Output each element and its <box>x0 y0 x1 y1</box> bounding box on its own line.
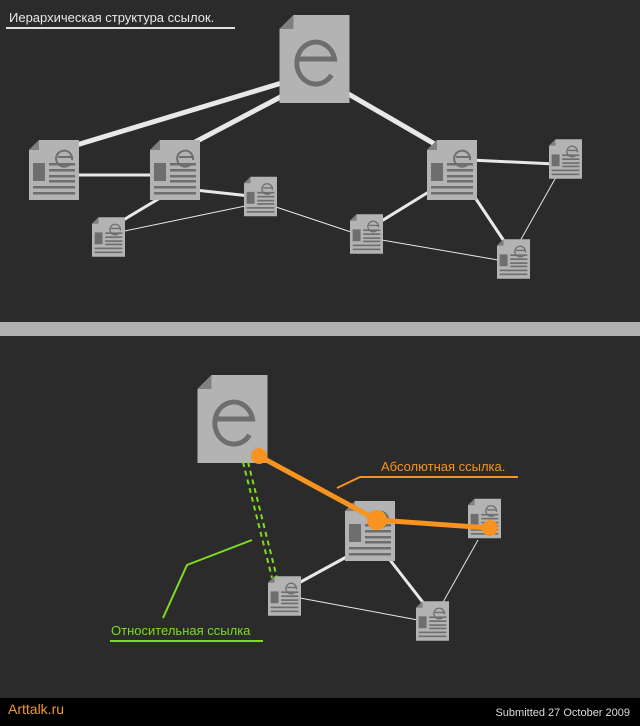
document-icon <box>416 600 449 642</box>
separator <box>0 322 640 336</box>
document-icon <box>268 575 301 617</box>
root-document-icon <box>280 15 350 103</box>
relative-link-label: Относительная ссылка <box>111 623 251 638</box>
absolute-link <box>251 448 518 536</box>
logo[interactable]: Arttalk.ru <box>8 701 64 717</box>
submitted-date: Submitted 27 October 2009 <box>495 707 630 719</box>
document-icon <box>244 176 277 217</box>
document-icon <box>549 138 582 180</box>
link <box>469 158 556 166</box>
logo-text: Arttalk.ru <box>8 701 65 717</box>
top-links <box>59 79 561 263</box>
link <box>294 553 351 587</box>
relative-link <box>110 461 278 642</box>
document-icon <box>350 213 383 255</box>
bottom-links <box>294 539 479 621</box>
link <box>441 539 479 605</box>
link <box>269 204 361 236</box>
footer: Arttalk.ru Submitted 27 October 2009 <box>0 698 640 726</box>
absolute-link-label: Абсолютная ссылка. <box>381 459 506 474</box>
document-icon <box>29 140 79 200</box>
document-icon <box>345 500 395 562</box>
document-icon <box>150 140 200 200</box>
link <box>369 237 511 263</box>
diagram-title: Иерархическая структура ссылок. <box>9 10 215 25</box>
link <box>514 169 561 251</box>
document-icon <box>92 216 125 258</box>
link <box>388 559 427 606</box>
link <box>194 188 251 198</box>
link <box>59 79 286 153</box>
link <box>119 204 251 233</box>
document-icon <box>497 238 530 280</box>
link <box>299 597 419 621</box>
link <box>343 89 447 153</box>
document-icon <box>427 140 477 200</box>
